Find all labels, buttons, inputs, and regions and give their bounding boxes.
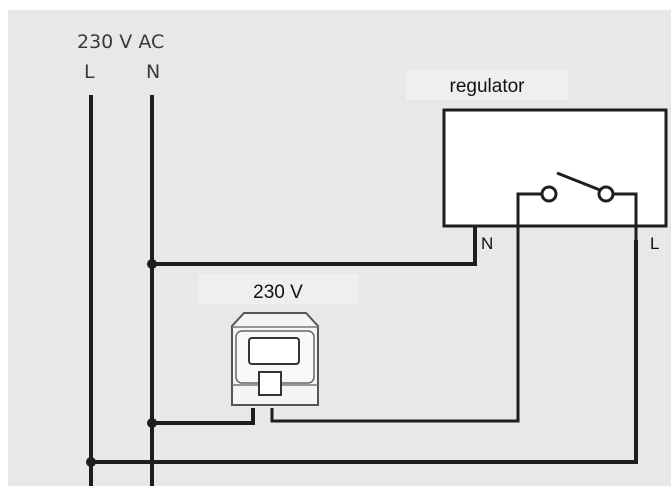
supply-neutral-label: N — [146, 61, 160, 83]
neutral-wire-regulator — [152, 226, 477, 266]
junction-dot — [86, 457, 96, 467]
regulator-label-box — [406, 70, 568, 100]
neutral-wire-actuator — [152, 408, 255, 425]
junction-dot — [147, 259, 157, 269]
junction-dot — [147, 418, 157, 428]
regulator-box — [442, 108, 668, 228]
diagram-background — [8, 10, 671, 486]
supply-line-label: L — [84, 61, 95, 83]
switched-wire — [270, 240, 520, 423]
regulator-title: regulator — [450, 76, 526, 97]
actuator-voltage-label: 230 V — [253, 282, 303, 303]
switch-icon — [516, 171, 638, 240]
actuator-icon — [231, 312, 319, 406]
line-wire-regulator — [91, 240, 638, 464]
supply-voltage-label: 230 V AC — [77, 31, 164, 53]
actuator-label-box — [198, 274, 358, 304]
regulator-terminal-n: N — [481, 234, 493, 253]
regulator-terminal-l: L — [650, 234, 659, 253]
